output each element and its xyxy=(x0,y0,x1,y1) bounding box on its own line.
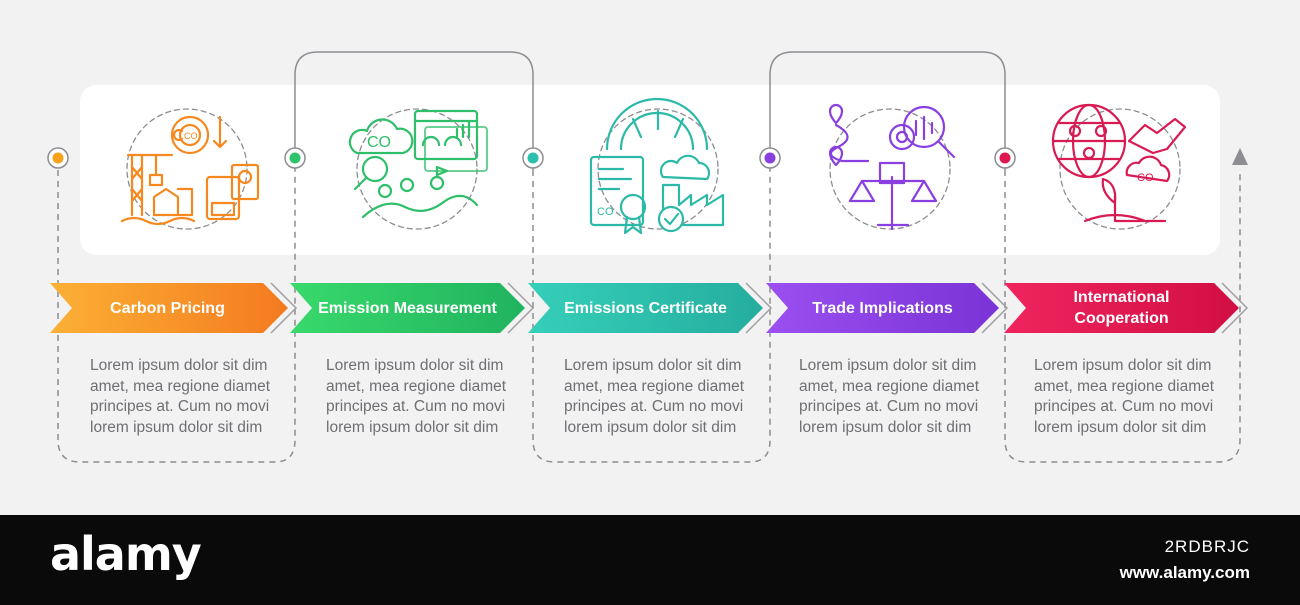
svg-text:CO: CO xyxy=(597,206,614,218)
step-arrow-5 xyxy=(1004,282,1249,334)
step-arrow-3 xyxy=(528,282,773,334)
step-arrow-4 xyxy=(766,282,1009,334)
infographic-canvas: CO CO CO xyxy=(47,51,1249,463)
watermark-bar: alamy 2RDBRJC www.alamy.com xyxy=(0,515,1300,605)
timeline-dot xyxy=(994,147,1016,169)
step-description: Lorem ipsum dolor sit dim amet, mea regi… xyxy=(564,357,745,436)
timeline-flow xyxy=(47,51,1249,463)
end-arrow-head xyxy=(1232,148,1248,165)
step-description: Lorem ipsum dolor sit dim amet, mea regi… xyxy=(90,357,271,436)
solid-loop-top-2 xyxy=(769,51,1006,170)
watermark-url: www.alamy.com xyxy=(1119,563,1250,582)
step-arrow-1 xyxy=(50,282,298,334)
step-title-trade-implications: Trade Implications xyxy=(812,299,953,317)
dashed-connector xyxy=(532,170,771,463)
image-id: 2RDBRJC xyxy=(1164,537,1250,556)
step-description: Lorem ipsum dolor sit dim amet, mea regi… xyxy=(326,357,507,436)
svg-text:CO: CO xyxy=(1137,172,1154,184)
timeline-dot xyxy=(284,147,306,169)
step-description: Lorem ipsum dolor sit dim amet, mea regi… xyxy=(799,357,980,436)
timeline-dot xyxy=(522,147,544,169)
dashed-connector xyxy=(1004,170,1241,463)
timeline-dot xyxy=(47,147,69,169)
svg-text:CO: CO xyxy=(184,131,198,141)
carbon-pricing-icon: CO xyxy=(120,108,260,230)
svg-text:CO: CO xyxy=(367,134,391,151)
dashed-connector xyxy=(57,170,296,463)
step-description: Lorem ipsum dolor sit dim amet, mea regi… xyxy=(1034,357,1215,436)
step-title-international-cooperation: International Cooperation xyxy=(1073,289,1170,327)
step-arrow-2 xyxy=(290,282,535,334)
step-title-emissions-certificate: Emissions Certificate xyxy=(564,299,727,317)
timeline-dot xyxy=(759,147,781,169)
emission-measurement-icon: CO xyxy=(348,108,488,230)
step-title-emission-measurement: Emission Measurement xyxy=(318,299,497,317)
watermark-logo: alamy xyxy=(50,527,202,581)
trade-implications-icon xyxy=(828,103,956,231)
step-title-carbon-pricing: Carbon Pricing xyxy=(110,299,225,317)
solid-loop-top-1 xyxy=(294,51,534,170)
emissions-certificate-icon: CO xyxy=(589,97,725,235)
international-cooperation-icon: CO xyxy=(1051,103,1187,230)
